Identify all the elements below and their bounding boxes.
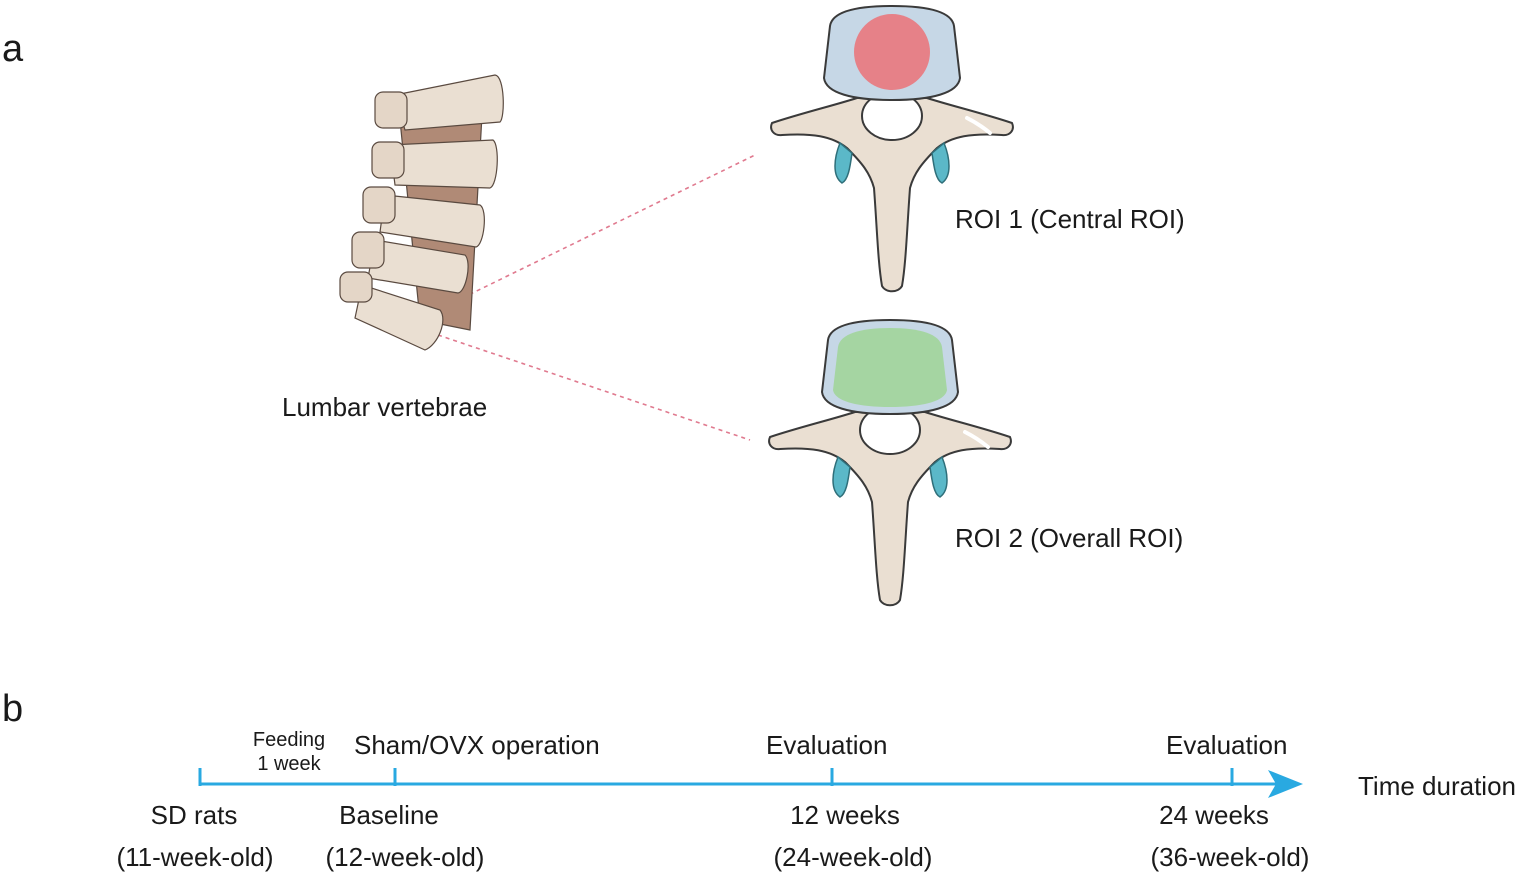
feeding-label: Feeding 1 week (253, 728, 325, 776)
time-duration-label: Time duration (1358, 771, 1516, 801)
event-bottom-label: 12 weeks (790, 800, 900, 830)
panel-letter-a: a (2, 28, 24, 70)
lumbar-vertebrae-label: Lumbar vertebrae (282, 392, 488, 422)
event-top-label: Sham/OVX operation (354, 730, 600, 760)
feeding-line2: 1 week (257, 753, 321, 775)
event-age-label: (12-week-old) (325, 842, 485, 872)
event-bottom-label: SD rats (150, 800, 238, 830)
roi1-label: ROI 1 (Central ROI) (955, 204, 1185, 234)
guide-line-roi2 (437, 334, 751, 441)
event-age-label: (36-week-old) (1150, 842, 1310, 872)
lumbar-vertebrae-illustration (339, 74, 504, 351)
guide-line-roi1 (447, 154, 756, 306)
timeline-arrowhead (1268, 770, 1303, 798)
feeding-line1: Feeding (252, 729, 326, 751)
roi2-vertebra-illustration (767, 318, 1013, 608)
event-bottom-label: Baseline (339, 800, 439, 830)
roi1-vertebra-illustration (769, 4, 1015, 294)
event-bottom-label: 24 weeks (1159, 800, 1269, 830)
event-top-label: Evaluation (766, 730, 888, 760)
roi2-label: ROI 2 (Overall ROI) (955, 523, 1184, 553)
roi-overall-region (833, 328, 947, 407)
timeline (198, 768, 1303, 798)
event-age-label: (24-week-old) (773, 842, 933, 872)
roi-central-region (854, 14, 930, 90)
event-top-label: Evaluation (1166, 730, 1288, 760)
event-age-label: (11-week-old) (116, 842, 274, 872)
panel-letter-b: b (2, 688, 24, 730)
